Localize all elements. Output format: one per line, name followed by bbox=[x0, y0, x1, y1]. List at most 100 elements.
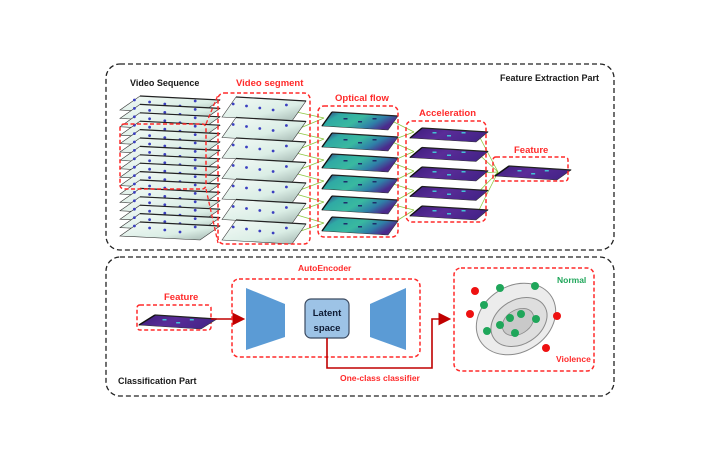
person-dot bbox=[148, 193, 152, 196]
person-dot bbox=[178, 230, 182, 234]
label-optical-flow: Optical flow bbox=[335, 93, 389, 104]
person-dot bbox=[148, 209, 152, 213]
latent-label-line2: space bbox=[314, 323, 341, 334]
flow-mark bbox=[461, 210, 466, 212]
person-dot bbox=[245, 227, 248, 231]
normal-point bbox=[517, 310, 525, 318]
person-dot bbox=[148, 159, 152, 163]
person-dot bbox=[133, 115, 136, 119]
person-dot bbox=[231, 143, 235, 147]
feature-frame-bottom bbox=[138, 314, 218, 330]
person-dot bbox=[163, 195, 167, 198]
person-dot bbox=[193, 175, 197, 179]
label-video-sequence: Video Sequence bbox=[130, 78, 199, 88]
flow-mark bbox=[544, 170, 549, 172]
acceleration-frame bbox=[409, 166, 489, 182]
person-dot bbox=[193, 183, 197, 187]
encoder-trapezoid bbox=[246, 288, 285, 350]
person-dot bbox=[285, 206, 288, 209]
person-dot bbox=[163, 144, 167, 148]
person-dot bbox=[193, 116, 197, 120]
person-dot bbox=[245, 145, 248, 149]
flow-mark bbox=[176, 322, 181, 324]
person-dot bbox=[163, 228, 167, 232]
person-dot bbox=[245, 125, 248, 128]
optical-flow-frame bbox=[321, 195, 399, 215]
acceleration-frame bbox=[409, 146, 489, 162]
normal-point bbox=[483, 327, 491, 335]
video-segment-box bbox=[217, 92, 311, 245]
flow-mark bbox=[517, 170, 522, 172]
optical-flow-frame bbox=[321, 153, 399, 173]
optical-flow-frame bbox=[321, 132, 399, 152]
video-sequence-frame bbox=[119, 221, 221, 241]
flow-mark bbox=[343, 160, 348, 162]
person-dot bbox=[193, 217, 197, 221]
person-dot bbox=[271, 108, 275, 112]
person-dot bbox=[148, 226, 152, 230]
normal-point bbox=[532, 315, 540, 323]
latent-to-classifier-arrow bbox=[326, 312, 452, 369]
violence-point bbox=[471, 287, 479, 295]
acceleration-frame bbox=[409, 127, 489, 143]
normal-point bbox=[496, 284, 504, 292]
person-dot bbox=[271, 149, 275, 153]
person-dot bbox=[231, 205, 235, 208]
violence-point bbox=[466, 310, 474, 318]
acceleration-frame bbox=[409, 205, 489, 221]
flow-mark bbox=[343, 118, 348, 120]
person-dot bbox=[163, 127, 167, 131]
flow-mark bbox=[358, 205, 363, 207]
label-autoencoder: AutoEncoder bbox=[298, 263, 352, 273]
flow-mark bbox=[358, 142, 363, 144]
flow-mark bbox=[447, 213, 452, 215]
person-dot bbox=[163, 169, 167, 173]
person-dot bbox=[231, 102, 235, 106]
flow-mark bbox=[358, 226, 363, 228]
acceleration-stack bbox=[409, 127, 489, 221]
feature-box-bottom bbox=[136, 304, 212, 331]
zoom-line-top bbox=[205, 94, 219, 125]
optical-flow-stack bbox=[321, 111, 399, 236]
optical-flow-frame bbox=[321, 111, 399, 131]
person-dot bbox=[193, 108, 197, 111]
flow-mark bbox=[372, 118, 377, 120]
person-dot bbox=[285, 185, 288, 189]
classification-section bbox=[105, 256, 615, 397]
violence-point bbox=[542, 344, 550, 352]
video-segment-frame bbox=[221, 116, 307, 142]
label-feature-top: Feature bbox=[514, 145, 548, 156]
person-dot bbox=[285, 226, 288, 230]
person-dot bbox=[148, 184, 152, 188]
flow-mark bbox=[372, 202, 377, 204]
video-segment-stack bbox=[221, 96, 307, 245]
label-video-segment: Video segment bbox=[236, 78, 304, 89]
person-dot bbox=[148, 100, 152, 104]
person-dot bbox=[133, 199, 136, 203]
person-dot bbox=[193, 192, 197, 195]
person-dot bbox=[133, 132, 136, 136]
person-dot bbox=[258, 147, 262, 151]
connector-line bbox=[477, 133, 499, 173]
flow-mark bbox=[461, 171, 466, 173]
violence-point bbox=[553, 312, 561, 320]
video-sequence-stack bbox=[119, 95, 221, 241]
person-dot bbox=[193, 225, 197, 229]
person-dot bbox=[163, 161, 167, 165]
flow-mark bbox=[343, 139, 348, 141]
person-dot bbox=[271, 129, 275, 132]
flow-mark bbox=[461, 190, 466, 192]
person-dot bbox=[258, 229, 262, 233]
person-dot bbox=[163, 111, 167, 114]
person-dot bbox=[163, 178, 167, 182]
flow-mark bbox=[358, 121, 363, 123]
person-dot bbox=[193, 208, 197, 212]
person-dot bbox=[193, 166, 197, 170]
decoder-trapezoid bbox=[370, 288, 406, 350]
acceleration-frame bbox=[409, 185, 489, 201]
person-dot bbox=[163, 136, 167, 140]
flow-mark bbox=[447, 193, 452, 195]
person-dot bbox=[285, 165, 288, 168]
feature-map-bottom bbox=[138, 314, 218, 330]
